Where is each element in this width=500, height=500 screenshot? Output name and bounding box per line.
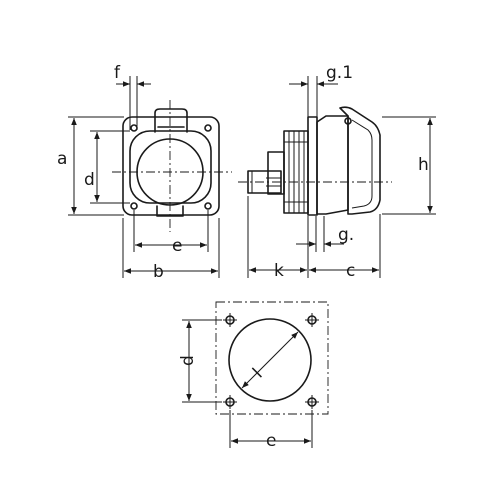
side-hinged-lid bbox=[339, 106, 381, 215]
label-e: e bbox=[172, 236, 182, 256]
label-b: b bbox=[153, 262, 164, 282]
front-dimensions: f a d e b bbox=[57, 63, 220, 282]
label-e-cutout: e bbox=[266, 431, 276, 451]
front-hole-tr bbox=[204, 124, 212, 132]
front-hole-tl bbox=[130, 124, 138, 132]
label-d-cutout: d bbox=[178, 355, 198, 366]
label-g: g. bbox=[338, 225, 354, 245]
cutout-diameter-line bbox=[241, 331, 299, 389]
cutout-plate-outline bbox=[215, 301, 329, 415]
front-hole-bl bbox=[130, 202, 138, 210]
cutout-dimensions: d e bbox=[178, 319, 313, 451]
label-f: f bbox=[114, 63, 121, 83]
cutout-view: l bbox=[215, 301, 329, 415]
label-d: d bbox=[84, 170, 95, 190]
label-c: c bbox=[346, 261, 355, 281]
cutout-circle bbox=[228, 318, 312, 402]
front-mounting-plate bbox=[122, 116, 220, 216]
side-flange bbox=[307, 116, 318, 216]
label-l: l bbox=[249, 365, 266, 382]
front-lid-hinge bbox=[154, 108, 188, 133]
side-hinge-pin bbox=[344, 117, 352, 125]
label-g1: g.1 bbox=[326, 63, 353, 83]
front-view bbox=[112, 100, 232, 232]
side-view bbox=[238, 106, 392, 216]
side-dimensions: g.1 h g. k c bbox=[247, 63, 436, 281]
side-front-housing bbox=[316, 115, 349, 215]
label-a: a bbox=[57, 149, 67, 169]
label-h: h bbox=[418, 155, 429, 175]
front-hole-br bbox=[204, 202, 212, 210]
front-socket-body bbox=[129, 130, 212, 204]
label-k: k bbox=[274, 261, 284, 281]
